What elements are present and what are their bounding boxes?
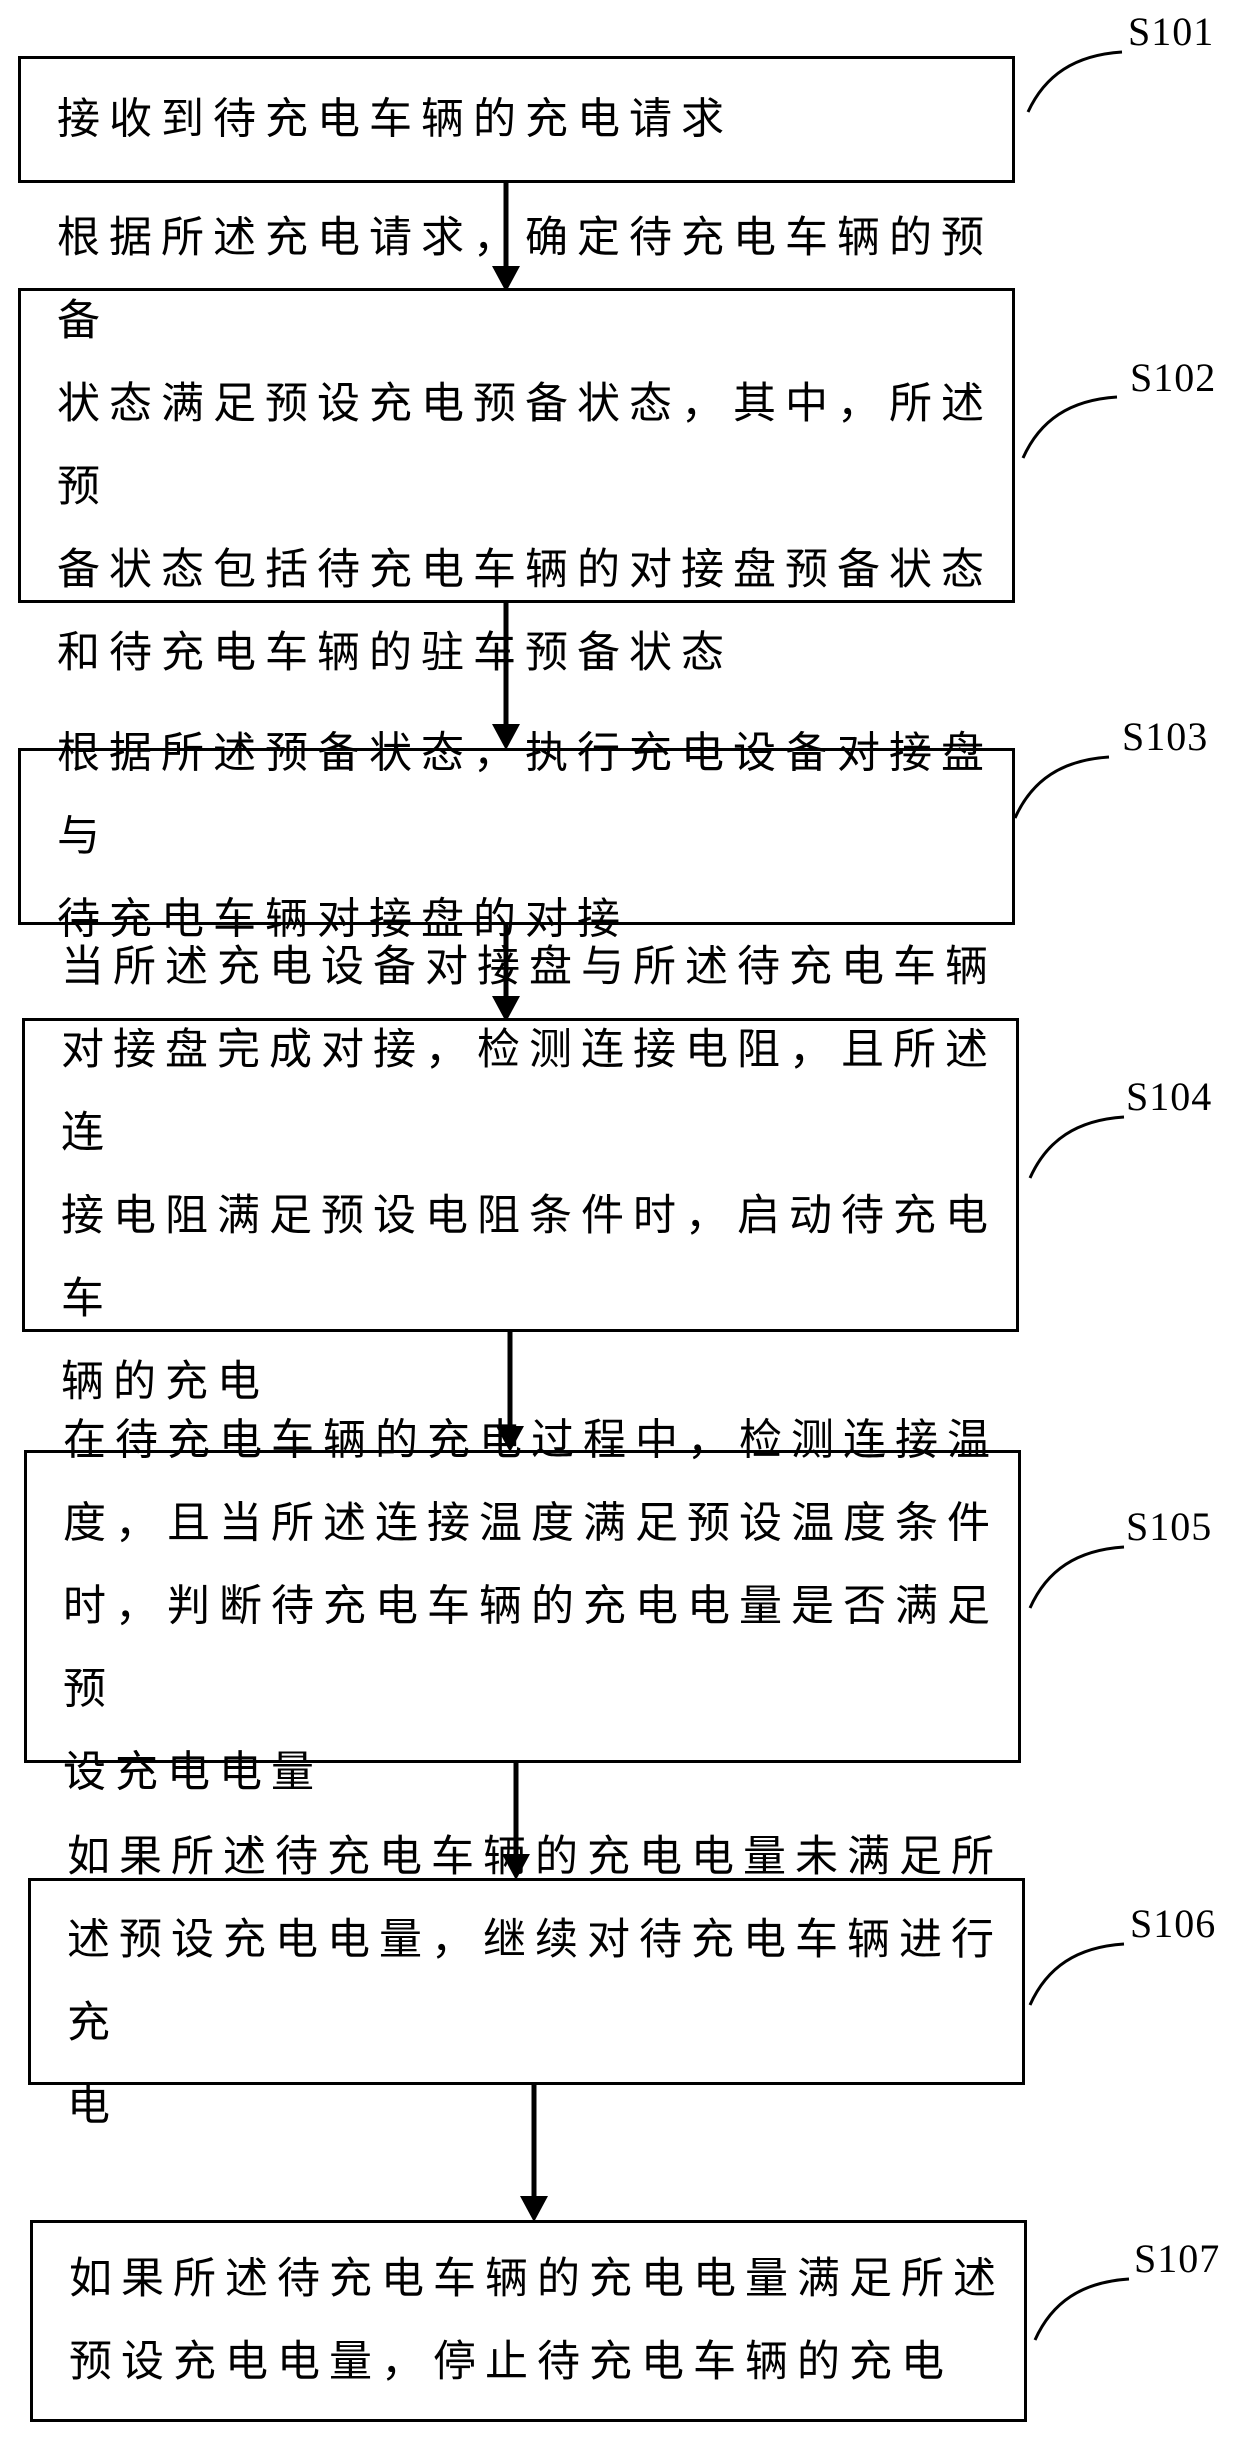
leader-curve-s103 — [1013, 755, 1110, 819]
leader-curve-s106 — [1028, 1942, 1125, 2006]
leader-curve-s107 — [1033, 2277, 1130, 2341]
step-text-s107: 如果所述待充电车辆的充电电量满足所述 预设充电电量，停止待充电车辆的充电 — [69, 2254, 1005, 2387]
arrow-s104-s105 — [496, 1331, 524, 1452]
step-text-s102: 根据所述充电请求，确定待充电车辆的预备 状态满足预设充电预备状态，其中，所述预 … — [57, 212, 993, 678]
step-label-s107: S107 — [1134, 2236, 1221, 2281]
leader-curve-s101 — [1026, 50, 1123, 113]
arrow-s103-s104 — [492, 924, 520, 1022]
arrow-s101-s102 — [492, 182, 520, 292]
arrow-s102-s103 — [492, 602, 520, 750]
step-box-s104: 当所述充电设备对接盘与所述待充电车辆 对接盘完成对接，检测连接电阻，且所述连 接… — [22, 942, 1019, 1407]
step-label-s105: S105 — [1126, 1504, 1213, 1549]
step-label-s102: S102 — [1130, 355, 1217, 400]
step-label-s104: S104 — [1126, 1074, 1213, 1119]
step-text-s101: 接收到待充电车辆的充电请求 — [57, 94, 733, 144]
leader-curve-s102 — [1021, 395, 1118, 459]
step-box-s107: 如果所述待充电车辆的充电电量满足所述 预设充电电量，停止待充电车辆的充电 — [30, 2220, 1027, 2422]
step-text-s103: 根据所述预备状态，执行充电设备对接盘与 待充电车辆对接盘的对接 — [57, 728, 993, 944]
step-label-s101: S101 — [1128, 9, 1215, 54]
step-box-s101: 接收到待充电车辆的充电请求 — [18, 56, 1015, 183]
step-label-s103: S103 — [1122, 714, 1209, 759]
step-text-s106: 如果所述待充电车辆的充电电量未满足所 述预设充电电量，继续对待充电车辆进行充 电 — [67, 1831, 1003, 2131]
step-box-s103: 根据所述预备状态，执行充电设备对接盘与 待充电车辆对接盘的对接 — [18, 728, 1015, 944]
arrow-s106-s107 — [520, 2084, 548, 2222]
step-label-s106: S106 — [1130, 1901, 1217, 1946]
arrow-s105-s106 — [502, 1762, 530, 1880]
step-text-s105: 在待充电车辆的充电过程中，检测连接温 度，且当所述连接温度满足预设温度条件 时，… — [63, 1415, 999, 1797]
step-box-s105: 在待充电车辆的充电过程中，检测连接温 度，且当所述连接温度满足预设温度条件 时，… — [24, 1415, 1021, 1797]
step-box-s106: 如果所述待充电车辆的充电电量未满足所 述预设充电电量，继续对待充电车辆进行充 电 — [28, 1832, 1025, 2131]
step-text-s104: 当所述充电设备对接盘与所述待充电车辆 对接盘完成对接，检测连接电阻，且所述连 接… — [61, 942, 997, 1407]
leader-curve-s105 — [1028, 1545, 1125, 1609]
step-box-s102: 根据所述充电请求，确定待充电车辆的预备 状态满足预设充电预备状态，其中，所述预 … — [18, 213, 1015, 678]
leader-curve-s104 — [1028, 1115, 1125, 1179]
